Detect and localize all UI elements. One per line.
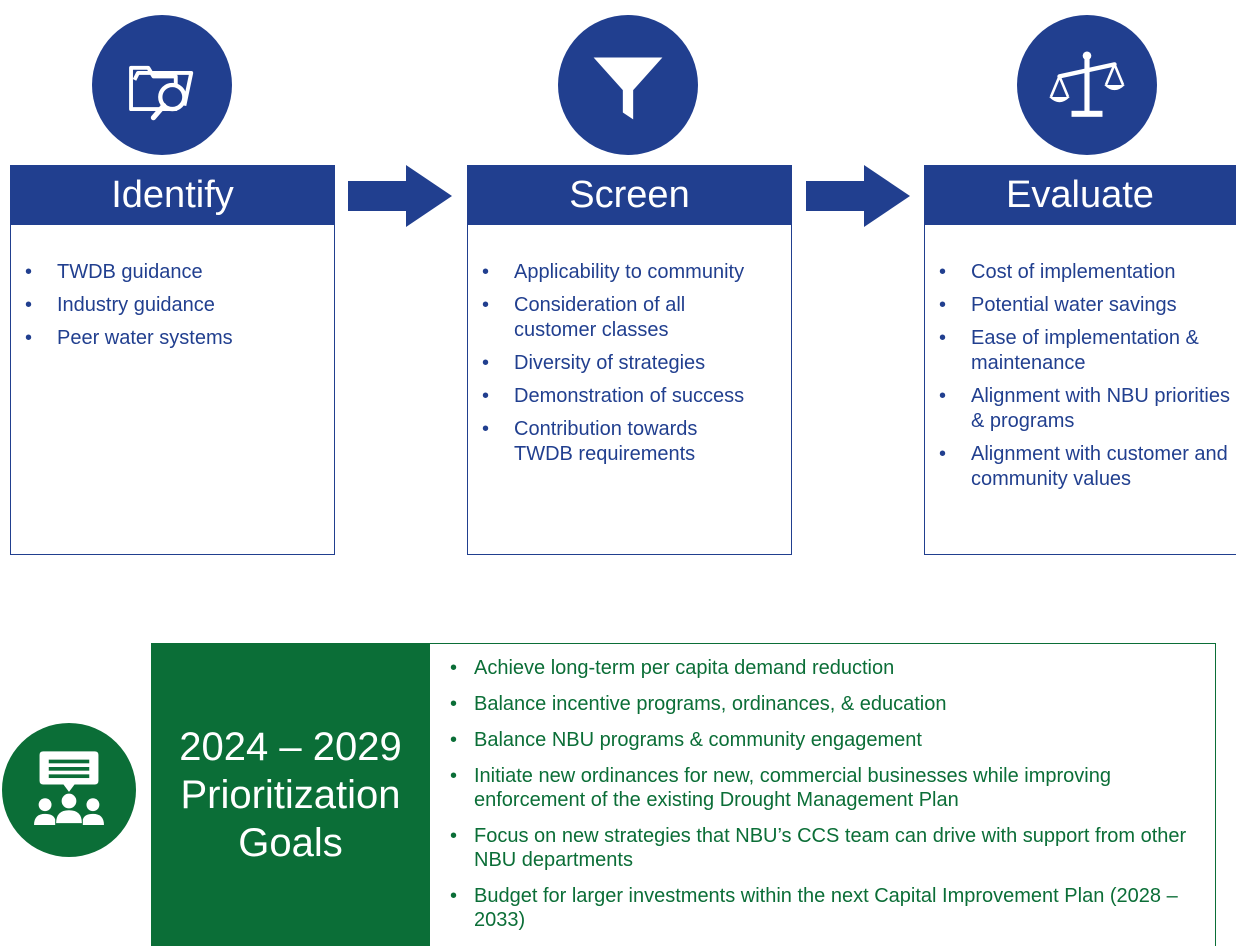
- list-item: Achieve long-term per capita demand redu…: [430, 656, 1215, 680]
- community-discussion-icon: [34, 751, 104, 825]
- step-evaluate-header: Evaluate: [924, 165, 1236, 225]
- step-screen-body: Applicability to community Consideration…: [467, 225, 792, 555]
- step-evaluate-body: Cost of implementation Potential water s…: [924, 225, 1236, 555]
- list-item: Consideration of all customer classes: [468, 293, 751, 343]
- list-item: TWDB guidance: [11, 260, 334, 285]
- scale-icon: [1049, 51, 1125, 117]
- step-evaluate-title: Evaluate: [1006, 173, 1154, 216]
- funnel-icon: [593, 57, 663, 120]
- step-screen-header: Screen: [467, 165, 792, 225]
- arrow-right-icon: [348, 165, 452, 227]
- list-item: Balance incentive programs, ordinances, …: [430, 692, 1215, 716]
- step-identify-list: TWDB guidance Industry guidance Peer wat…: [11, 260, 334, 351]
- goals-title-line-2: Prioritization: [180, 772, 401, 817]
- list-item: Peer water systems: [11, 326, 334, 351]
- list-item: Potential water savings: [925, 293, 1236, 318]
- list-item: Alignment with NBU priorities & programs: [925, 384, 1236, 434]
- step-screen-title: Screen: [569, 173, 690, 216]
- list-item: Applicability to community: [468, 260, 751, 285]
- goals-title-line-1: 2024 – 2029: [179, 724, 402, 769]
- list-item: Initiate new ordinances for new, commerc…: [430, 764, 1215, 812]
- screen-icon-circle: [558, 15, 698, 155]
- list-item: Cost of implementation: [925, 260, 1236, 285]
- folder-search-icon: [129, 65, 194, 121]
- identify-icon-circle: [92, 15, 232, 155]
- list-item: Diversity of strategies: [468, 351, 751, 376]
- step-evaluate-list: Cost of implementation Potential water s…: [925, 260, 1236, 492]
- list-item: Budget for larger investments within the…: [430, 884, 1215, 932]
- list-item: Alignment with customer and community va…: [925, 442, 1236, 492]
- arrow-right-icon: [806, 165, 910, 227]
- evaluate-icon-circle: [1017, 15, 1157, 155]
- goals-list-panel: Achieve long-term per capita demand redu…: [430, 643, 1216, 946]
- goals-list: Achieve long-term per capita demand redu…: [430, 656, 1215, 932]
- list-item: Contribution towards TWDB requirements: [468, 417, 751, 467]
- goals-title-line-3: Goals: [238, 820, 343, 865]
- step-identify-title: Identify: [111, 173, 234, 216]
- list-item: Demonstration of success: [468, 384, 751, 409]
- list-item: Balance NBU programs & community engagem…: [430, 728, 1215, 752]
- list-item: Ease of implementation & maintenance: [925, 326, 1236, 376]
- step-identify-header: Identify: [10, 165, 335, 225]
- step-identify-body: TWDB guidance Industry guidance Peer wat…: [10, 225, 335, 555]
- list-item: Industry guidance: [11, 293, 334, 318]
- goals-icon-circle: [2, 723, 136, 857]
- step-screen-list: Applicability to community Consideration…: [468, 260, 751, 467]
- list-item: Focus on new strategies that NBU’s CCS t…: [430, 824, 1215, 872]
- goals-title-panel: 2024 – 2029 Prioritization Goals: [151, 643, 430, 946]
